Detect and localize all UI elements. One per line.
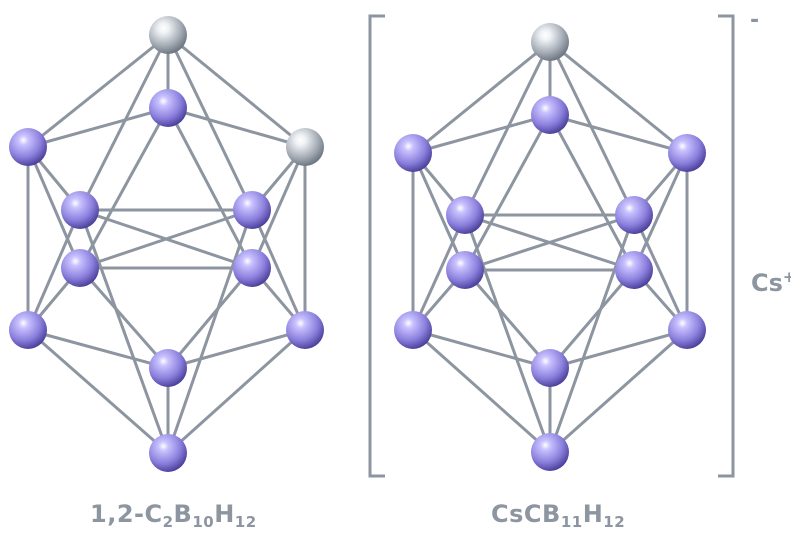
bond-line [27,328,169,370]
bond-line [463,269,552,369]
boron-atom [149,89,187,127]
bond-line [166,209,254,454]
bond-line [463,214,552,453]
bond-line [250,146,307,269]
boron-atom [446,251,484,289]
bond-line [548,114,636,271]
boron-atom [446,196,484,234]
bond-line [78,267,170,369]
counterion-label: Cs+ [751,268,791,297]
bond-line [167,33,306,149]
boron-atom [668,311,706,349]
carborane-atoms [9,16,324,472]
boron-atom [615,251,653,289]
bond-line [78,34,170,211]
anion-charge-label: - [750,8,760,33]
bond-line [166,107,254,269]
boron-atom [61,249,99,287]
bond-line [167,328,306,370]
bond-line [79,208,253,270]
bond-line [463,114,552,271]
bond-line [166,267,254,369]
dodecaborate-formula-caption: CsCB11H12 [491,500,626,531]
bond-line [549,40,688,155]
bond-line [632,152,689,271]
bond-line [463,41,552,216]
carborane-structure [9,16,324,472]
boron-atom [61,191,99,229]
carbon-atom [531,23,569,61]
carba-closo-dodecaborate-structure [394,23,706,471]
boron-atom [9,311,47,349]
bond-line [412,113,551,155]
boron-atom [615,196,653,234]
bond-line [412,328,551,454]
bond-line [26,146,82,269]
boron-atom [394,134,432,172]
boron-atom [531,96,569,134]
right-bracket [718,14,735,478]
bond-line [27,328,169,455]
bond-line [464,213,635,272]
boron-atom [233,249,271,287]
bond-line [27,33,169,149]
bond-line [549,328,688,370]
carbon-atom [286,128,324,166]
bond-line [411,152,467,271]
bond-line [78,209,170,454]
boron-atom [394,311,432,349]
dodecaborate-atoms [394,23,706,471]
bond-line [167,106,306,149]
boron-atom [286,311,324,349]
bond-line [166,328,307,455]
bond-line [548,269,636,369]
counterion-charge: + [782,268,791,286]
bond-line [412,40,551,155]
bond-line [411,214,467,331]
boron-atom [531,349,569,387]
bond-line [412,328,551,370]
bond-line [27,106,169,149]
boron-atom [531,433,569,471]
bond-line [632,214,689,331]
bond-line [26,209,82,331]
boron-atom [233,191,271,229]
carborane-formula-caption: 1,2-C2B10H12 [90,500,257,531]
dodecaborate-bonds [411,40,689,454]
boron-atom [149,434,187,472]
bond-line [548,41,636,216]
bond-line [250,209,307,331]
bond-line [166,34,254,211]
bond-line [548,214,636,453]
boron-atom [149,349,187,387]
left-bracket [368,14,385,478]
bond-line [78,107,170,269]
bond-line [549,328,688,454]
boron-atom [9,128,47,166]
bond-line [549,113,688,155]
counterion-symbol: Cs [751,269,783,297]
carborane-bonds [26,33,307,455]
carbon-atom [149,16,187,54]
boron-atom [668,134,706,172]
